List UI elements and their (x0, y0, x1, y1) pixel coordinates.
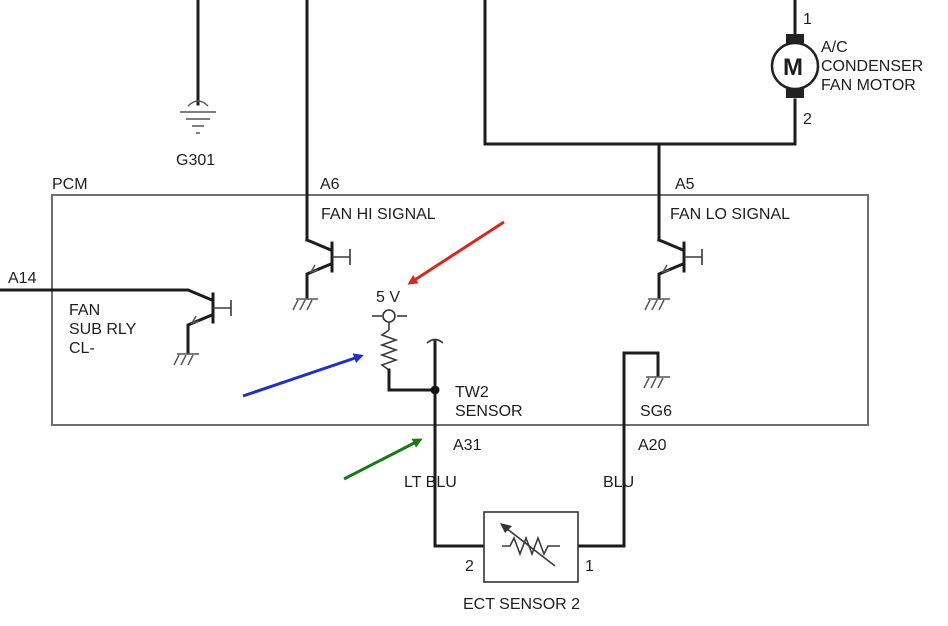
a6-label: A6 (320, 176, 340, 193)
fan-sub-rly-label-1: FAN (69, 302, 100, 319)
motor-pin-1-label: 1 (803, 11, 812, 28)
motor-label-2: CONDENSER (821, 58, 923, 75)
motor-letter: M (783, 54, 803, 81)
motor-return-wire (483, 0, 797, 146)
junction-dot (430, 385, 440, 395)
pcm-box (51, 194, 869, 426)
tw2-input-icon (426, 338, 444, 344)
lt-blu-wire (433, 340, 486, 548)
sensor-label: SENSOR (455, 403, 523, 420)
motor-pin-2-label: 2 (803, 111, 812, 128)
ect-pin-2-label: 2 (465, 558, 474, 575)
blue-arrow (242, 353, 364, 398)
tw2-label: TW2 (455, 384, 489, 401)
green-arrow (343, 438, 423, 481)
sg6-label: SG6 (640, 403, 672, 420)
motor-label-3: FAN MOTOR (821, 77, 916, 94)
fan-hi-signal-label: FAN HI SIGNAL (321, 206, 436, 223)
5v-label: 5 V (376, 289, 400, 306)
ect-pin-1-label: 1 (585, 558, 594, 575)
ect-sensor-icon (483, 511, 579, 583)
motor-label-1: A/C (821, 39, 848, 56)
fan-lo-transistor-icon (644, 238, 703, 311)
pcm-label: PCM (52, 176, 88, 193)
g301-label: G301 (176, 152, 215, 169)
blu-wire (576, 351, 660, 548)
red-arrow (407, 220, 505, 285)
fan-sub-rly-transistor-icon (0, 288, 232, 366)
ect-sensor-label: ECT SENSOR 2 (463, 596, 580, 613)
pullup-resistor-icon (372, 309, 437, 392)
motor-icon (770, 34, 820, 98)
lt-blu-label: LT BLU (404, 474, 457, 491)
sg6-ground-icon (643, 376, 670, 389)
a31-label: A31 (453, 437, 482, 454)
a5-label: A5 (675, 176, 695, 193)
a20-label: A20 (638, 437, 667, 454)
fan-hi-transistor-icon (292, 238, 351, 311)
fan-sub-rly-label-2: SUB RLY (69, 321, 137, 338)
g301-ground-icon (180, 100, 216, 134)
fan-lo-signal-label: FAN LO SIGNAL (670, 206, 790, 223)
blu-label: BLU (603, 474, 634, 491)
fan-sub-rly-label-3: CL- (69, 340, 95, 357)
a14-label: A14 (8, 270, 37, 287)
